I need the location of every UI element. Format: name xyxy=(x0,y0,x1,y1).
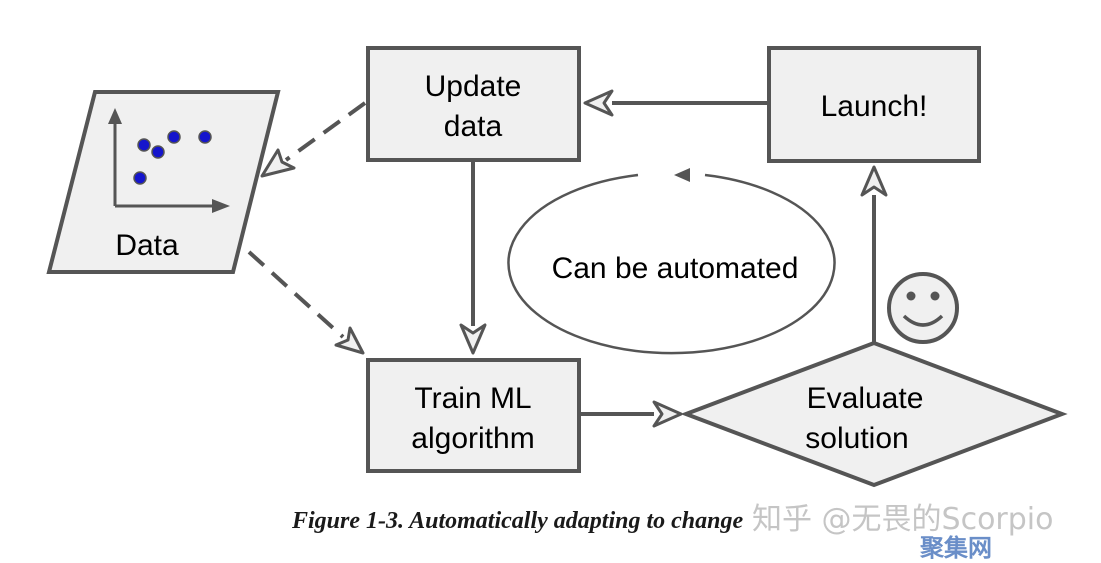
launch-label: Launch! xyxy=(821,90,928,123)
evaluate-label-line2: solution xyxy=(805,422,908,455)
data-label: Data xyxy=(115,229,179,262)
scatter-plot-icon xyxy=(108,108,230,213)
train-ml-node: Train ML algorithm xyxy=(366,358,581,473)
data-node: Data xyxy=(46,90,281,274)
train-ml-label-line2: algorithm xyxy=(411,422,534,455)
watermark-site: 聚集网 xyxy=(920,534,992,562)
automated-loop-node: Can be automated xyxy=(507,168,836,355)
update-data-label-line2: data xyxy=(444,110,503,143)
watermark-text: 知乎 @无畏的Scorpio xyxy=(752,502,1054,537)
update-data-node: Update data xyxy=(366,46,581,162)
automated-ellipse xyxy=(507,173,836,355)
train-ml-box xyxy=(366,358,581,473)
automated-label: Can be automated xyxy=(552,252,799,285)
train-ml-label-line1: Train ML xyxy=(414,382,531,415)
update-data-box xyxy=(366,46,581,162)
arrow-update-to-train xyxy=(459,160,487,355)
smiley-face-icon xyxy=(887,272,959,344)
dashed-arrow-data-to-train xyxy=(247,250,365,355)
evaluate-node: Evaluate solution xyxy=(680,340,1068,488)
arrow-launch-to-update xyxy=(583,89,769,117)
data-parallelogram-shape xyxy=(46,90,281,274)
arrow-train-to-evaluate xyxy=(579,400,683,428)
update-data-label-line1: Update xyxy=(425,70,522,103)
evaluate-label-line1: Evaluate xyxy=(807,382,924,415)
launch-node: Launch! xyxy=(767,46,981,163)
figure-caption: Figure 1-3. Automatically adapting to ch… xyxy=(292,508,744,534)
dashed-arrow-update-to-data xyxy=(260,101,367,178)
arrow-evaluate-to-launch xyxy=(860,165,888,343)
automated-loop-arrowhead xyxy=(674,168,690,182)
evaluate-diamond xyxy=(680,340,1068,488)
